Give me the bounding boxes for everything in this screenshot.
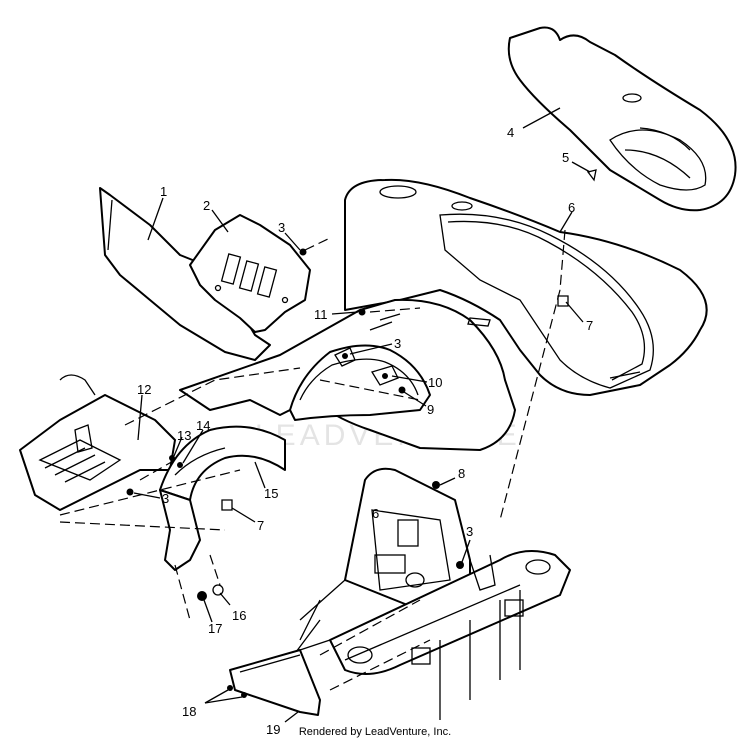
- left-footwell-part: [19, 374, 176, 511]
- left-cover-part: [189, 214, 311, 333]
- callout-17: 17: [208, 621, 222, 636]
- callout-5: 5: [562, 150, 569, 165]
- callout-2: 2: [203, 198, 210, 213]
- callout-6: 6: [568, 200, 575, 215]
- callout-4: 4: [507, 125, 514, 140]
- callout-16: 16: [232, 608, 246, 623]
- callout-3: 3: [278, 220, 285, 235]
- callout-7b: 7: [257, 518, 264, 533]
- callout-7: 7: [586, 318, 593, 333]
- callout-12: 12: [137, 382, 151, 397]
- side-plate-part: [229, 649, 321, 716]
- callout-8: 8: [458, 466, 465, 481]
- credit-text: Rendered by LeadVenture, Inc.: [298, 726, 452, 738]
- callout-13: 13: [177, 428, 191, 443]
- callout-3d: 3: [466, 524, 473, 539]
- leader-lines: [133, 107, 591, 723]
- callout-9: 9: [427, 402, 434, 417]
- assembly-lines: [59, 229, 566, 691]
- left-panel-part: [99, 187, 271, 361]
- seat-part: [507, 26, 737, 212]
- svg-text:6: 6: [372, 506, 379, 521]
- rear-fender-part: [344, 178, 708, 396]
- callout-11: 11: [314, 307, 328, 322]
- frame-structure: 6: [289, 467, 571, 720]
- callout-1: 1: [160, 184, 167, 199]
- callout-labels: 1 2 3 4 5 6 7 3 11 3 10 9 12 13 14 15 3 …: [137, 125, 593, 737]
- callout-15: 15: [264, 486, 278, 501]
- callout-18: 18: [182, 704, 196, 719]
- callout-19: 19: [266, 722, 280, 737]
- callout-3c: 3: [162, 491, 169, 506]
- callout-3b: 3: [394, 336, 401, 351]
- front-fender-part: [179, 298, 516, 451]
- hardware-fasteners: [126, 169, 597, 698]
- callout-10: 10: [428, 375, 442, 390]
- callout-14: 14: [196, 418, 210, 433]
